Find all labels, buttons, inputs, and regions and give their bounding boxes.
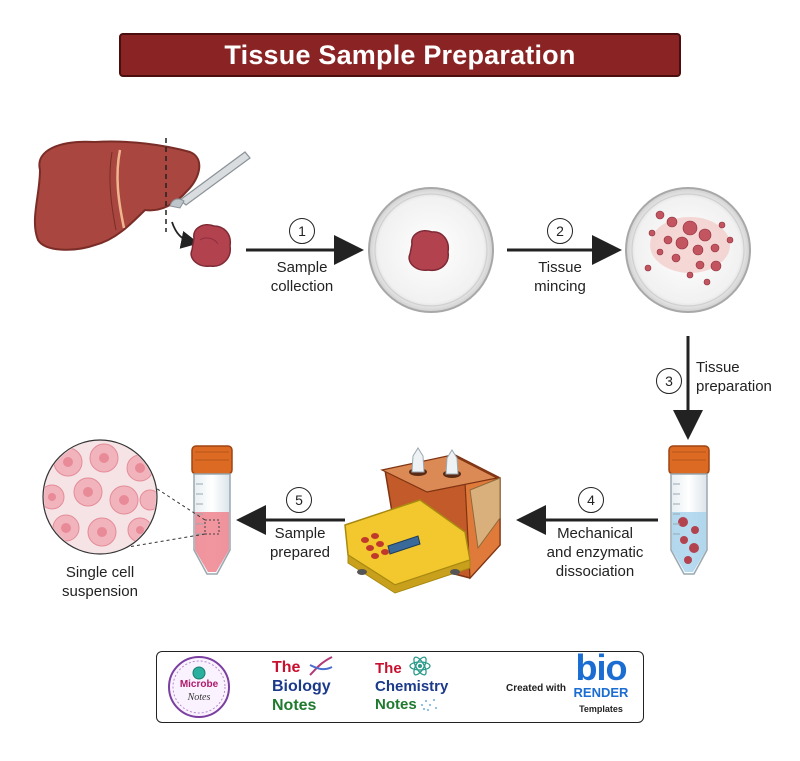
biology-notes-logo: The Biology Notes (272, 659, 331, 714)
step-1-number: 1 (289, 218, 315, 244)
biorender-logo: bio (575, 647, 628, 688)
chemistry-notes-logo: The Chemistry Notes (375, 660, 449, 713)
tissue-dissociator-machine (344, 447, 501, 594)
footer-credits (156, 651, 644, 723)
sparkle-dots-icon (421, 699, 437, 711)
step-5-number: 5 (286, 487, 312, 513)
centrifuge-tube-blue (668, 445, 710, 575)
page-title: Tissue Sample Preparation (224, 39, 576, 70)
microbe-notes-text: Microbe (179, 679, 219, 690)
step-4-number: 4 (578, 487, 604, 513)
dna-icon (309, 656, 333, 676)
step-3-number: 3 (656, 368, 682, 394)
single-cell-magnified-view (42, 439, 158, 555)
liver-icon (33, 140, 201, 251)
centrifuge-tube-pink (191, 445, 233, 575)
tissue-sample-icon (190, 224, 232, 267)
microbe-notes-logo (168, 656, 230, 718)
title-banner: Tissue Sample Preparation (119, 33, 681, 77)
microbe-notes-subtext: Notes (187, 692, 211, 703)
created-with-text: Created with (506, 683, 567, 694)
biorender-render-text: RENDER (573, 685, 629, 700)
curved-arrow (171, 221, 200, 249)
atom-icon (409, 656, 431, 676)
petri-dish-with-sample (368, 187, 494, 313)
step-2-number: 2 (547, 218, 573, 244)
biorender-templates-text: Templates (579, 704, 623, 714)
scalpel-icon (169, 151, 251, 209)
petri-dish-minced-tissue (625, 187, 751, 313)
